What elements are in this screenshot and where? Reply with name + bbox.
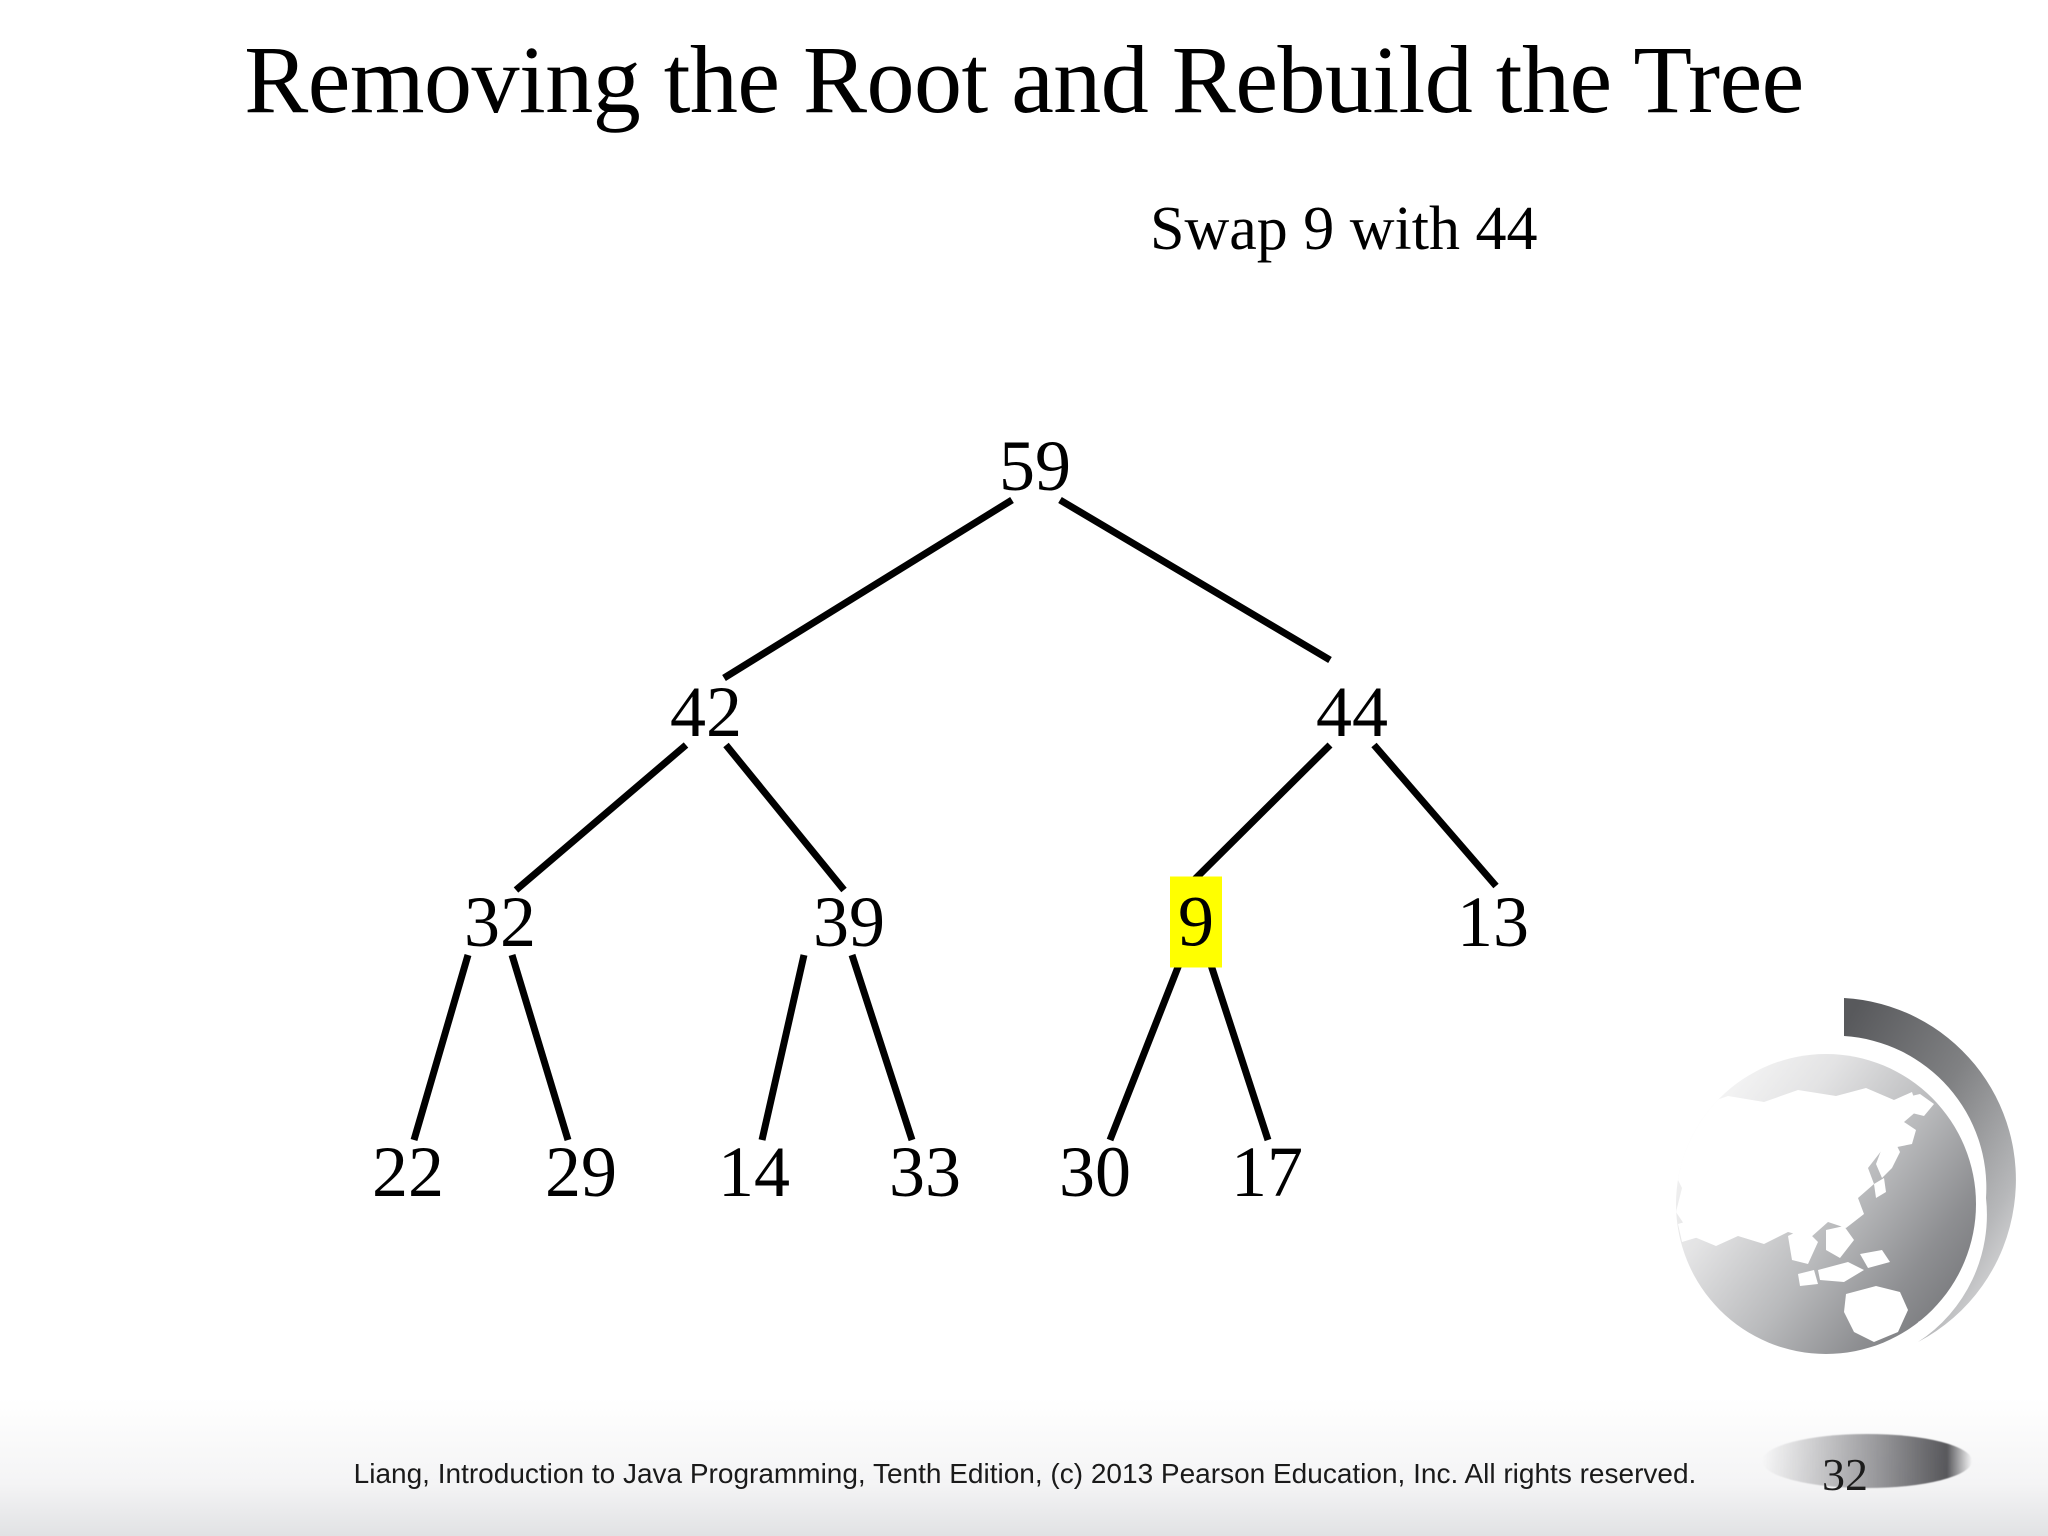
tree-edge <box>410 954 472 1141</box>
tree-node-17: 17 <box>1231 1132 1303 1212</box>
tree-node-29: 29 <box>545 1132 617 1212</box>
operation-annotation: Swap 9 with 44 <box>1150 195 1538 263</box>
tree-node-13: 13 <box>1457 882 1529 962</box>
tree-edge <box>848 953 916 1142</box>
copyright-footer: Liang, Introduction to Java Programming,… <box>353 1458 1697 1489</box>
tree-edge <box>513 742 689 893</box>
tree-edge <box>1206 960 1272 1142</box>
tree-edge <box>723 742 847 893</box>
tree-node-59: 59 <box>999 426 1071 506</box>
tree-node-9: 9 <box>1170 876 1222 968</box>
tree-node-33: 33 <box>889 1132 961 1212</box>
tree-edge <box>758 954 808 1141</box>
footer-band <box>0 1398 2048 1536</box>
tree-edge <box>1106 960 1184 1142</box>
tree-node-44: 44 <box>1316 672 1388 752</box>
tree-node-42: 42 <box>670 672 742 752</box>
tree-edge <box>1371 742 1499 889</box>
tree-edge <box>722 497 1014 681</box>
page-title: Removing the Root and Rebuild the Tree <box>244 26 1804 133</box>
tree-edge <box>1185 742 1333 889</box>
page-number: 32 <box>1822 1449 1868 1500</box>
tree-edge <box>1058 496 1332 664</box>
tree-node-32: 32 <box>464 882 536 962</box>
tree-node-22: 22 <box>372 1132 444 1212</box>
tree-node-39: 39 <box>813 882 885 962</box>
tree-node-14: 14 <box>718 1132 790 1212</box>
page-number-shadow <box>1762 1434 1972 1488</box>
tree-edge <box>508 953 572 1142</box>
tree-node-30: 30 <box>1059 1132 1131 1212</box>
globe-logo-icon <box>1676 998 2016 1354</box>
